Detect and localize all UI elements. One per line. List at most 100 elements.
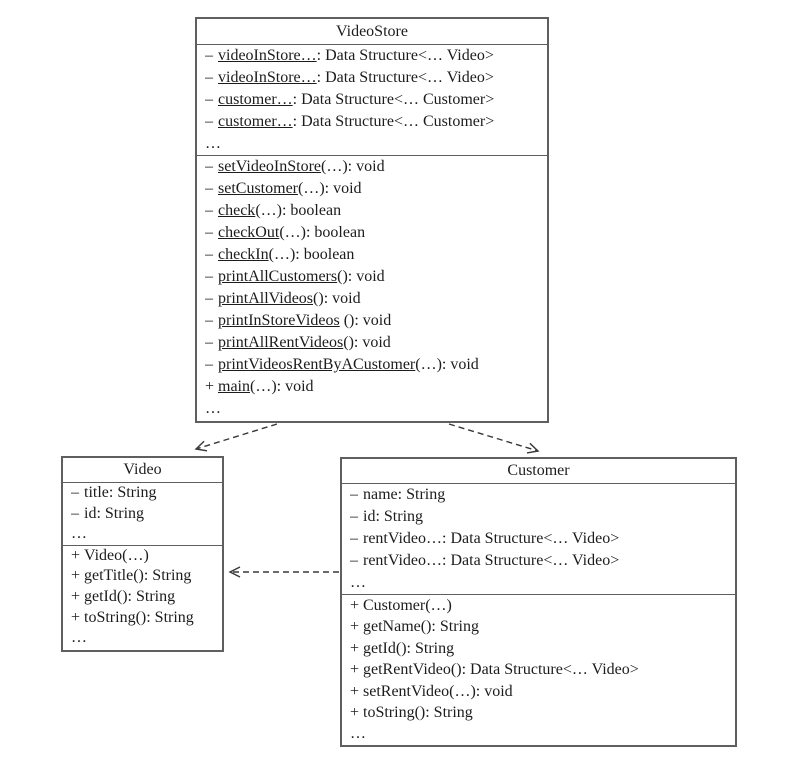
member-text: getRentVideo(): Data Structure<… Video> [363,661,639,679]
dependency-arrow-videostore-to-customer [448,423,540,454]
visibility-marker: – [205,268,213,285]
visibility-marker: + [350,703,360,721]
member-row: –rentVideo…: Data Structure<… Video> [350,550,733,572]
member-row: +getName(): String [350,616,733,637]
visibility-marker: + [71,546,81,564]
member-text: (): void [339,312,392,329]
member-text: name: String [363,486,446,503]
visibility-marker: – [205,158,213,175]
member-text: (…): boolean [279,224,366,241]
member-text: (): void [313,290,361,307]
member-name: setVideoInStore [218,158,322,175]
member-text: (…): void [321,158,385,175]
member-row: +getTitle(): String [71,566,220,587]
member-row: –checkOut(…): boolean [205,222,545,244]
member-row: … [205,398,545,420]
member-row: –id: String [350,506,733,528]
member-row: –printAllRentVideos(): void [205,332,545,354]
member-row: +main(…): void [205,376,545,398]
member-row: +getRentVideo(): Data Structure<… Video> [350,659,733,680]
class-title-videostore: VideoStore [197,19,547,45]
member-text: : Data Structure<… Video> [316,47,494,64]
visibility-marker: + [350,597,360,614]
member-text: (…): void [298,180,362,197]
customer-attributes-section: –name: String–id: String–rentVideo…: Dat… [342,484,735,595]
member-row: –name: String [350,484,733,506]
class-title-video: Video [63,458,222,483]
visibility-marker: – [205,113,213,130]
member-name: setCustomer [218,180,298,197]
member-text: getTitle(): String [84,567,192,585]
member-text: rentVideo…: Data Structure<… Video> [363,530,620,547]
member-text: getId(): String [84,587,176,605]
member-row: –printAllCustomers(): void [205,266,545,288]
member-text: : Data Structure<… Customer> [292,91,495,108]
member-name: videoInStore… [218,69,317,86]
member-name: check [218,202,256,219]
member-text: Video(…) [84,546,149,564]
visibility-marker: – [71,504,79,522]
member-text: … [350,725,366,743]
member-text: (): void [337,268,385,285]
member-text: id: String [84,504,145,522]
visibility-marker: – [205,69,213,86]
member-row: –printAllVideos(): void [205,288,545,310]
member-text: … [205,135,221,152]
member-name: printInStoreVideos [218,312,340,329]
visibility-marker: + [71,567,81,585]
member-row: –checkIn(…): boolean [205,244,545,266]
videostore-methods-section: –setVideoInStore(…): void–setCustomer(…)… [197,156,547,420]
visibility-marker: – [205,290,213,307]
visibility-marker: – [205,180,213,197]
member-text: (…): void [415,356,479,373]
visibility-marker: + [205,378,215,395]
visibility-marker: + [350,682,360,700]
member-text: … [71,629,87,647]
member-row: –videoInStore…: Data Structure<… Video> [205,45,545,67]
video-methods-section: +Video(…)+getTitle(): String+getId(): St… [63,546,222,649]
member-row: … [350,572,733,594]
member-row: –customer…: Data Structure<… Customer> [205,89,545,111]
class-box-video: Video –title: String–id: String … +Video(… [61,456,224,652]
member-row: … [71,524,220,545]
member-text: … [205,400,221,417]
member-text: toString(): String [84,608,194,626]
dependency-arrow-videostore-to-video [194,423,278,452]
member-row: –setCustomer(…): void [205,178,545,200]
videostore-attributes-section: –videoInStore…: Data Structure<… Video>–… [197,45,547,156]
member-name: printAllCustomers [218,268,338,285]
visibility-marker: + [350,639,360,657]
member-text: : Data Structure<… Customer> [292,113,495,130]
visibility-marker: – [350,486,358,503]
visibility-marker: – [350,530,358,547]
member-name: printVideosRentByACustomer [218,356,416,373]
member-text: … [350,574,366,591]
member-row: +Video(…) [71,546,220,567]
member-name: checkIn [218,246,269,263]
member-row: –check(…): boolean [205,200,545,222]
member-text: … [71,525,87,543]
visibility-marker: – [205,202,213,219]
customer-methods-section: +Customer(…)+getName(): String+getId(): … [342,595,735,745]
class-title-customer: Customer [342,459,735,484]
member-text: (…): void [250,378,314,395]
member-row: … [71,628,220,649]
member-row: –title: String [71,483,220,504]
video-attributes-section: –title: String–id: String … [63,483,222,546]
visibility-marker: – [350,552,358,569]
member-text: getId(): String [363,639,455,657]
member-row: +Customer(…) [350,595,733,616]
visibility-marker: – [71,484,79,501]
member-row: +toString(): String [350,702,733,723]
member-name: checkOut [218,224,280,241]
visibility-marker: + [350,661,360,679]
member-name: main [218,378,250,395]
member-text: rentVideo…: Data Structure<… Video> [363,552,620,569]
member-row: –setVideoInStore(…): void [205,156,545,178]
member-row: –printInStoreVideos (): void [205,310,545,332]
member-text: (): void [343,334,391,351]
visibility-marker: – [205,356,213,373]
member-text: id: String [363,508,424,525]
member-row: … [350,723,733,744]
class-box-videostore: VideoStore –videoInStore…: Data Structur… [195,17,549,423]
